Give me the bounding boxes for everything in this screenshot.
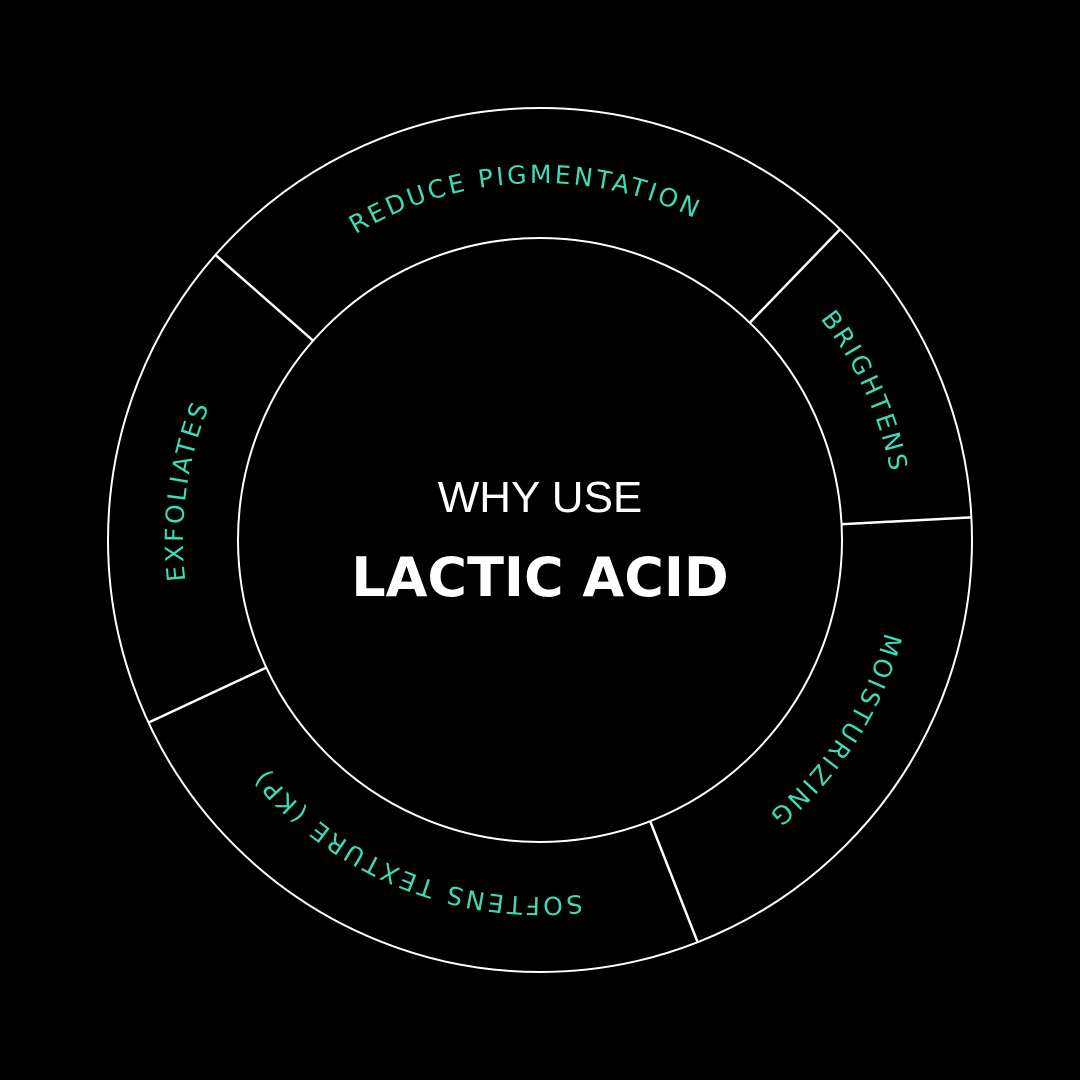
- segment-divider: [649, 820, 699, 943]
- inner-circle: [237, 237, 843, 843]
- title-line-1: WHY USE: [438, 473, 643, 522]
- segment-divider: [214, 253, 314, 342]
- title-line-2: LACTIC ACID: [351, 546, 729, 609]
- segment-dividers: [147, 228, 972, 943]
- outer-circle: [107, 107, 973, 973]
- segment-divider: [841, 516, 972, 526]
- segment-divider: [748, 228, 841, 324]
- segment-divider: [147, 666, 267, 724]
